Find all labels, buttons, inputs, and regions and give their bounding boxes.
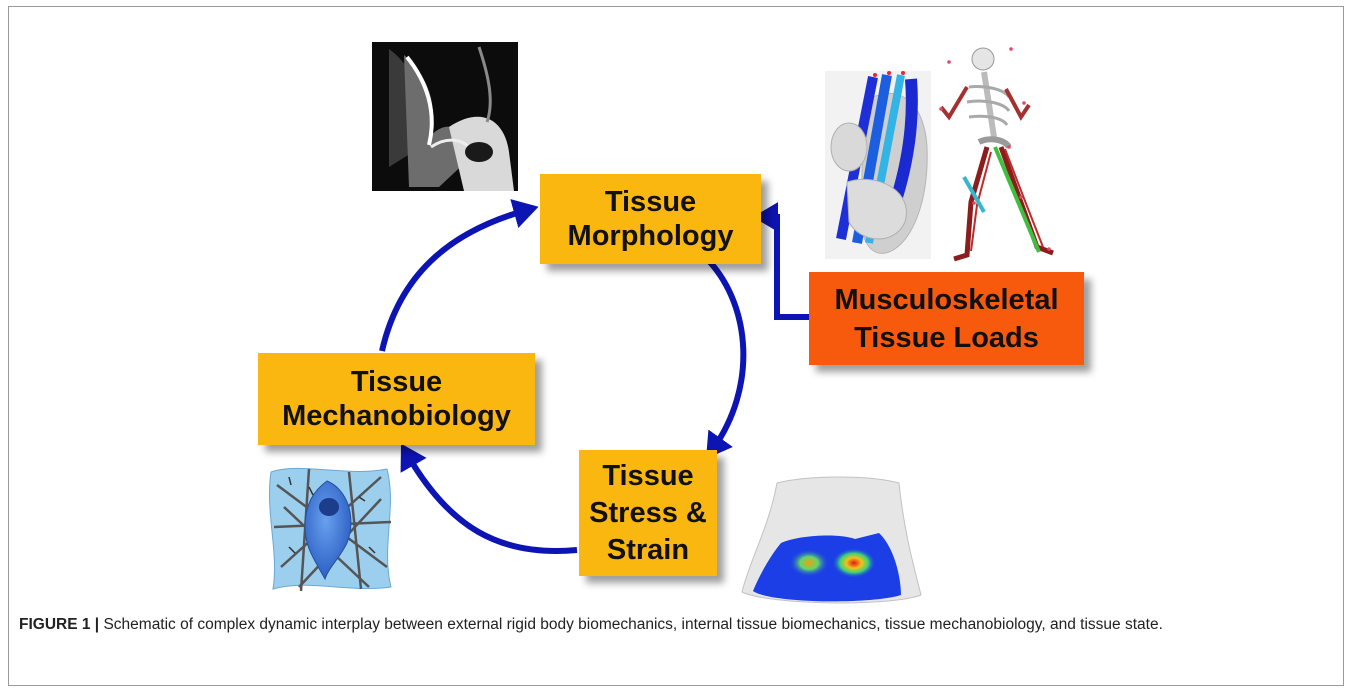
arrow-loads-to-morphology [765,217,809,317]
node-tissue-mechanobiology: Tissue Mechanobiology [258,353,535,445]
arrow-mechanobiology-to-morphology [382,210,527,351]
node-tissue-stress-strain-label: Tissue Stress & Strain [589,458,707,569]
node-tissue-mechanobiology-label: Tissue Mechanobiology [282,365,511,433]
node-musculoskeletal-loads-label: Musculoskeletal Tissue Loads [834,281,1058,357]
caption-label: FIGURE 1 | [19,616,99,633]
node-tissue-morphology: Tissue Morphology [540,174,761,264]
knee-muscle-model-image [825,71,933,259]
cartilage-stress-map-image [742,477,921,603]
figure-caption: FIGURE 1 | Schematic of complex dynamic … [19,614,1319,636]
knee-mri-image [372,42,518,191]
node-musculoskeletal-loads: Musculoskeletal Tissue Loads [809,272,1084,365]
node-tissue-stress-strain: Tissue Stress & Strain [579,450,717,576]
cell-matrix-image [269,468,391,591]
arrow-morphology-to-stress [709,261,743,449]
caption-text: Schematic of complex dynamic interplay b… [99,616,1163,633]
node-tissue-morphology-label: Tissue Morphology [568,185,734,253]
figure-panel: Tissue Morphology Musculoskeletal Tissue… [8,6,1344,686]
arrow-stress-to-mechanobiology [407,454,577,551]
skeleton-gait-model-image [931,43,1071,265]
